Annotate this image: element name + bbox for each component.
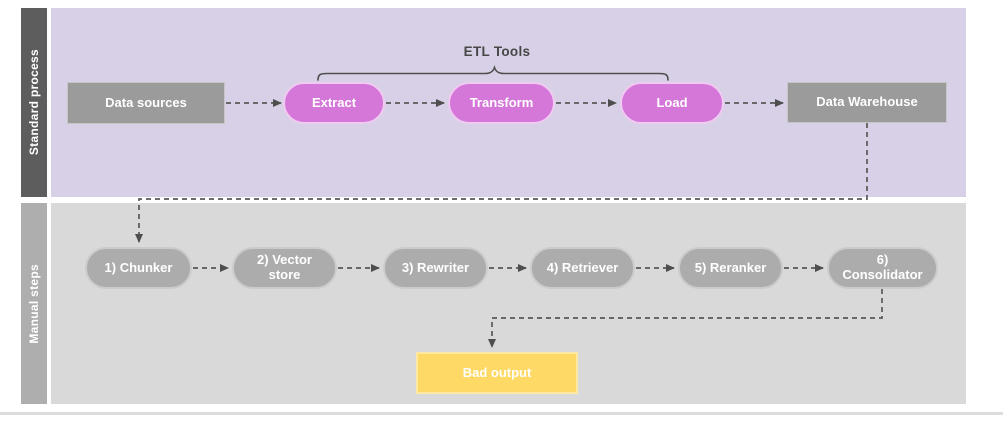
node-vector-store-label: 2) Vector store: [257, 252, 312, 282]
node-consolidator-label: 6) Consolidator: [842, 252, 923, 282]
node-bad-output: Bad output: [416, 352, 578, 394]
node-data-sources: Data sources: [67, 82, 225, 124]
node-reranker-label: 5) Reranker: [694, 259, 767, 275]
node-extract-label: Extract: [311, 94, 357, 110]
lane-label-standard-process-text: Standard process: [27, 49, 41, 156]
node-retriever-label: 4) Retriever: [546, 259, 619, 275]
etl-tools-label: ETL Tools: [463, 44, 531, 59]
node-rewriter-label: 3) Rewriter: [401, 259, 470, 275]
node-transform: Transform: [448, 82, 555, 124]
node-data-sources-label: Data sources: [105, 94, 187, 110]
node-data-warehouse-label: Data Warehouse: [816, 94, 918, 110]
node-load: Load: [620, 82, 724, 124]
lane-label-standard-process: Standard process: [21, 8, 47, 197]
lane-label-manual-steps: Manual steps: [21, 203, 47, 404]
node-retriever: 4) Retriever: [530, 247, 635, 289]
node-bad-output-label: Bad output: [462, 364, 532, 380]
node-data-warehouse: Data Warehouse: [787, 82, 947, 123]
node-reranker: 5) Reranker: [678, 247, 783, 289]
node-rewriter: 3) Rewriter: [383, 247, 488, 289]
node-vector-store: 2) Vector store: [232, 247, 337, 289]
node-transform-label: Transform: [469, 94, 534, 110]
node-chunker-label: 1) Chunker: [104, 259, 173, 275]
node-extract: Extract: [283, 82, 385, 124]
page-divider: [0, 412, 1003, 415]
node-load-label: Load: [656, 94, 688, 110]
lane-label-manual-steps-text: Manual steps: [27, 263, 41, 344]
node-chunker: 1) Chunker: [85, 247, 192, 289]
node-consolidator: 6) Consolidator: [827, 247, 938, 289]
